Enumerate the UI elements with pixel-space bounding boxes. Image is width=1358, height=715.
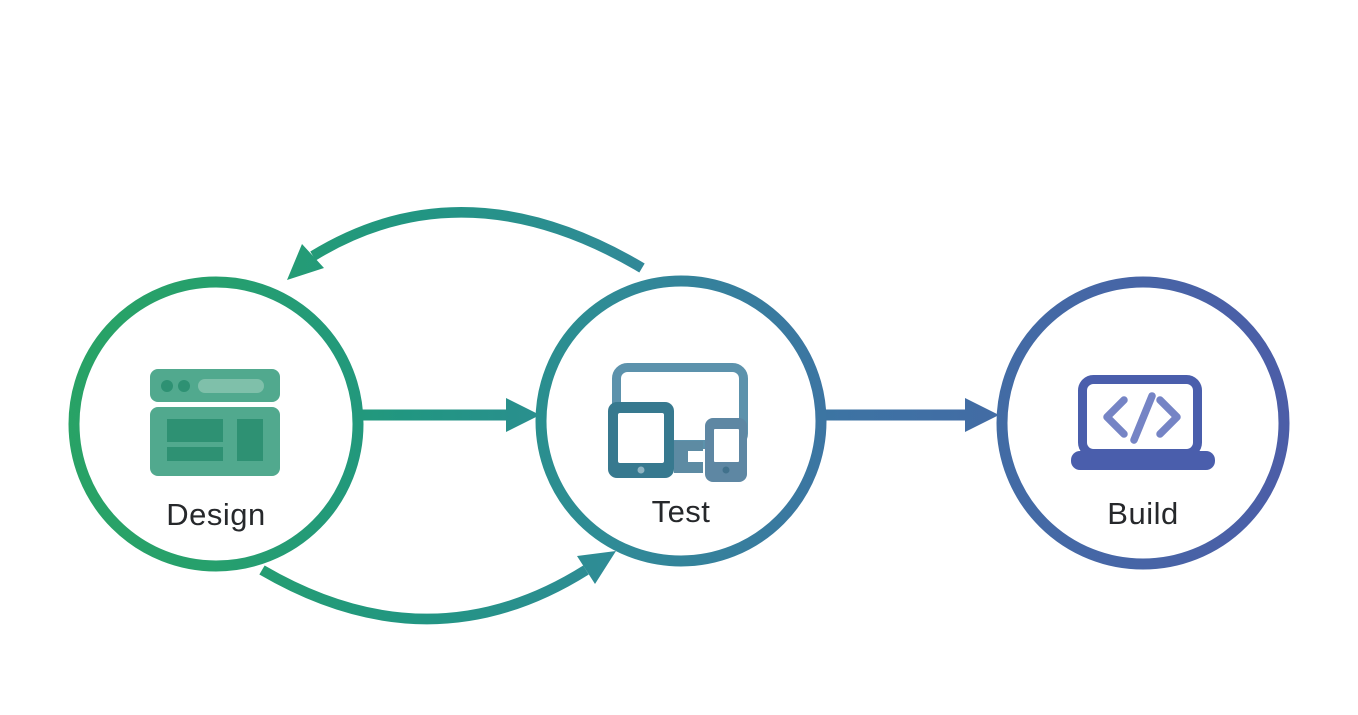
laptop-code-icon [1071,375,1215,470]
arrowhead-left-icon [287,244,324,280]
curved-arrow-design-to-test [259,551,616,625]
code-slash-icon [1130,392,1156,444]
node-label-test: Test [651,494,711,529]
node-label-build: Build [1107,496,1179,531]
arrowhead-up-right-icon [577,551,616,584]
browser-window-icon [150,369,280,476]
test-node-circle [535,275,827,567]
responsive-devices-icon [608,363,748,482]
straight-arrow-test-to-build [822,398,999,432]
code-bracket-right-icon [1156,396,1181,438]
straight-arrow-design-to-test [358,398,540,432]
node-label-design: Design [166,497,266,532]
curved-arrow-test-to-design [287,207,645,280]
code-bracket-left-icon [1103,396,1128,438]
